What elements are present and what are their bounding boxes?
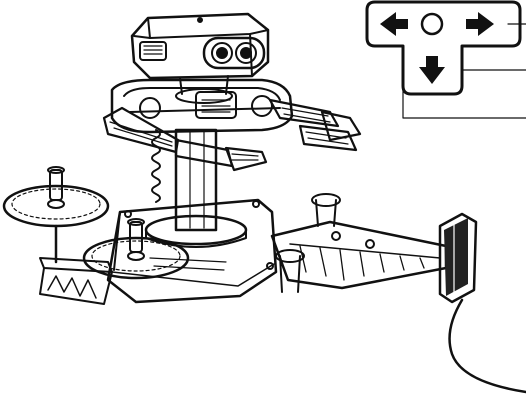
robot-head [130, 12, 270, 104]
coil-cable [151, 129, 161, 203]
right-arrow-icon [466, 12, 494, 36]
dpad-panel [365, 0, 526, 119]
center-circle-icon [420, 12, 444, 36]
gyro-tray-2 [82, 218, 190, 280]
robot-eyes-icon [202, 36, 266, 70]
gyro-tray-1 [2, 166, 110, 264]
robot-column [151, 128, 218, 232]
controller-cable [448, 298, 526, 394]
dpad-outline [365, 0, 522, 96]
robot-torso [110, 78, 294, 134]
leader-line-3 [402, 69, 526, 119]
robot-left-arm [102, 106, 268, 172]
right-truss-arm [270, 193, 448, 293]
block-holder [438, 212, 478, 304]
down-arrow-icon [419, 56, 445, 84]
left-arrow-icon [380, 12, 408, 36]
robot-right-arm [268, 98, 362, 152]
